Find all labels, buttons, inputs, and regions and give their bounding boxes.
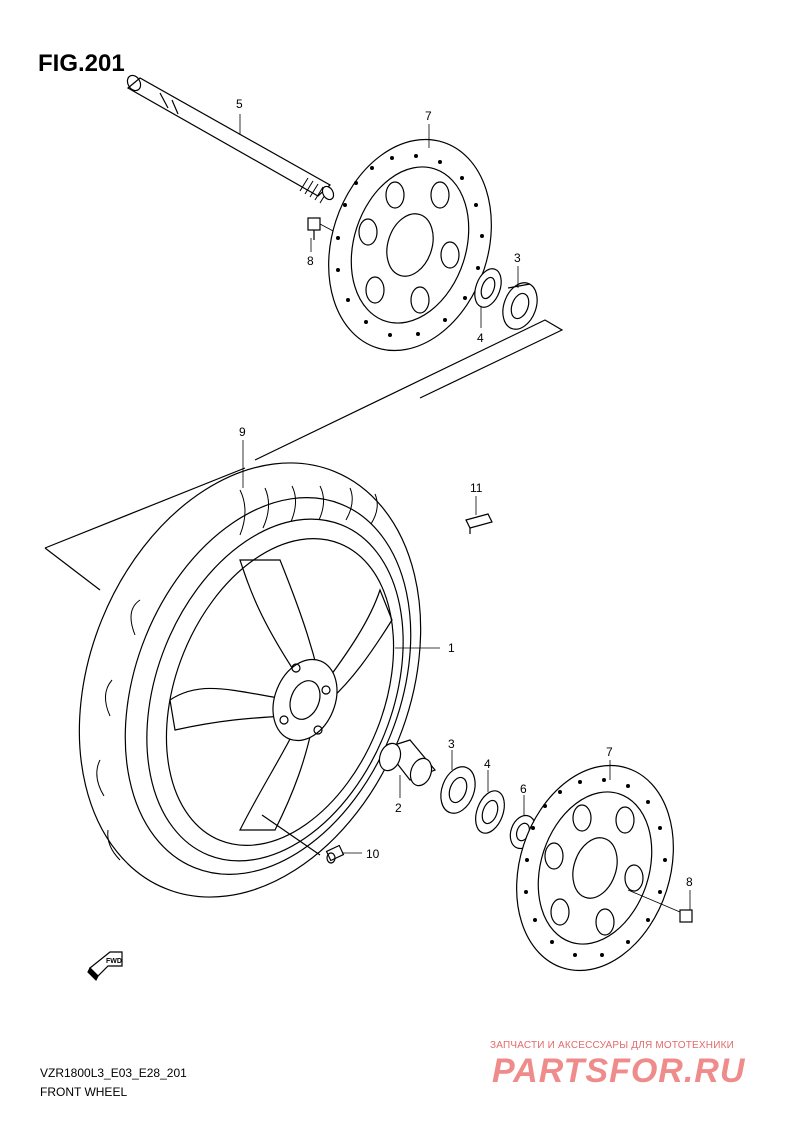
tire-tread-pattern	[96, 485, 378, 861]
callout-2: 2	[395, 801, 402, 815]
wheel-hub	[272, 658, 338, 742]
bearing-part-3-lower	[440, 766, 476, 814]
assembly-guide-lines	[44, 319, 564, 591]
figure-title: FIG.201	[38, 50, 125, 77]
fwd-label: FWD	[106, 958, 122, 965]
disc-holes-top	[336, 154, 484, 337]
oil-seal-part-4-lower	[475, 790, 505, 834]
callout-7-lower: 7	[606, 745, 613, 759]
callout-labels: 1 2 3 3 4 4 5 6 7 7 8 8 9 10 11	[236, 97, 693, 889]
model-code: VZR1800L3_E03_E28_201	[40, 1066, 187, 1080]
callout-4-lower: 4	[484, 757, 491, 771]
callout-3-lower: 3	[448, 737, 455, 751]
leader-lines	[239, 114, 691, 910]
callout-3-top: 3	[514, 251, 521, 265]
disc-holes-lower	[524, 778, 667, 957]
fwd-arrow-icon: FWD	[87, 951, 123, 982]
wheel-spokes	[169, 559, 393, 831]
callout-4-top: 4	[477, 331, 484, 345]
bearing-part-3-top	[502, 282, 538, 330]
disc-carrier-cutouts-lower	[544, 804, 644, 936]
watermark-logo: PARTSFOR.RU	[492, 1052, 746, 1090]
valve-part-10	[325, 844, 345, 864]
oil-seal-part-4-top	[474, 268, 502, 308]
bolt-part-8-lower	[627, 889, 693, 923]
spacer-part-2	[378, 739, 436, 787]
balance-weight-part-11	[465, 513, 493, 534]
callout-11: 11	[470, 481, 483, 495]
callout-5: 5	[236, 97, 243, 111]
callout-9: 9	[239, 425, 246, 439]
brake-disc-part-7-lower	[516, 764, 674, 972]
brake-disc-part-7-top	[328, 138, 492, 352]
callout-1: 1	[448, 641, 455, 655]
figure-name: FRONT WHEEL	[40, 1085, 128, 1099]
callout-6: 6	[520, 782, 527, 796]
axle-part-5	[126, 74, 335, 204]
disc-carrier-cutouts-top	[358, 181, 460, 314]
callout-8-top: 8	[307, 254, 314, 268]
callout-10: 10	[366, 847, 380, 861]
watermark-text: ЗАПЧАСТИ И АКСЕССУАРЫ ДЛЯ МОТОТЕХНИКИ	[490, 1040, 735, 1051]
callout-8-lower: 8	[686, 875, 693, 889]
callout-7-top: 7	[425, 109, 432, 123]
wheel-rim-part-1	[146, 518, 404, 862]
bolt-part-8-top	[307, 217, 336, 240]
